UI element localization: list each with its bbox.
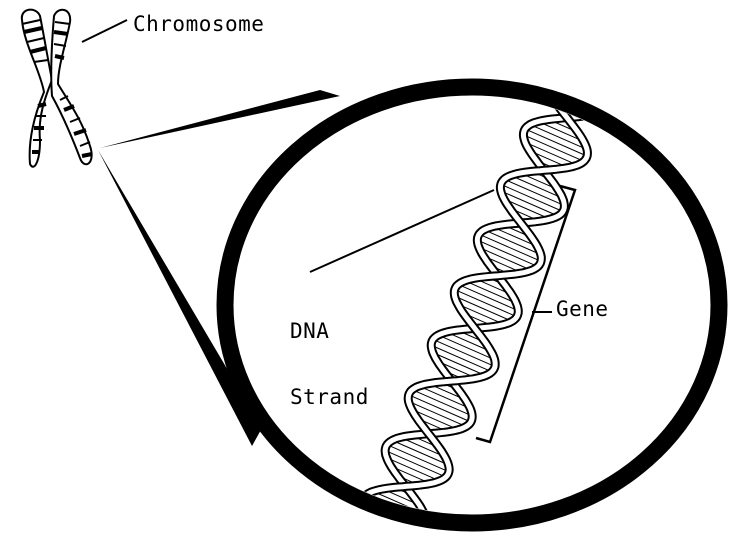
chromosome-icon — [22, 10, 92, 167]
base-pair-rung — [577, 66, 597, 75]
gene-label: Gene — [556, 298, 609, 320]
dna-strand-label: DNA Strand — [290, 276, 369, 452]
dna-label-line1: DNA — [290, 320, 369, 342]
chromosome-leader-line — [82, 20, 127, 42]
base-pair-rung — [378, 533, 390, 538]
chromosome-label: Chromosome — [133, 13, 264, 35]
base-pair-rung — [371, 523, 402, 537]
dna-label-line2: Strand — [290, 386, 369, 408]
base-pair-rung — [566, 68, 604, 85]
base-pair-rung — [557, 70, 609, 93]
